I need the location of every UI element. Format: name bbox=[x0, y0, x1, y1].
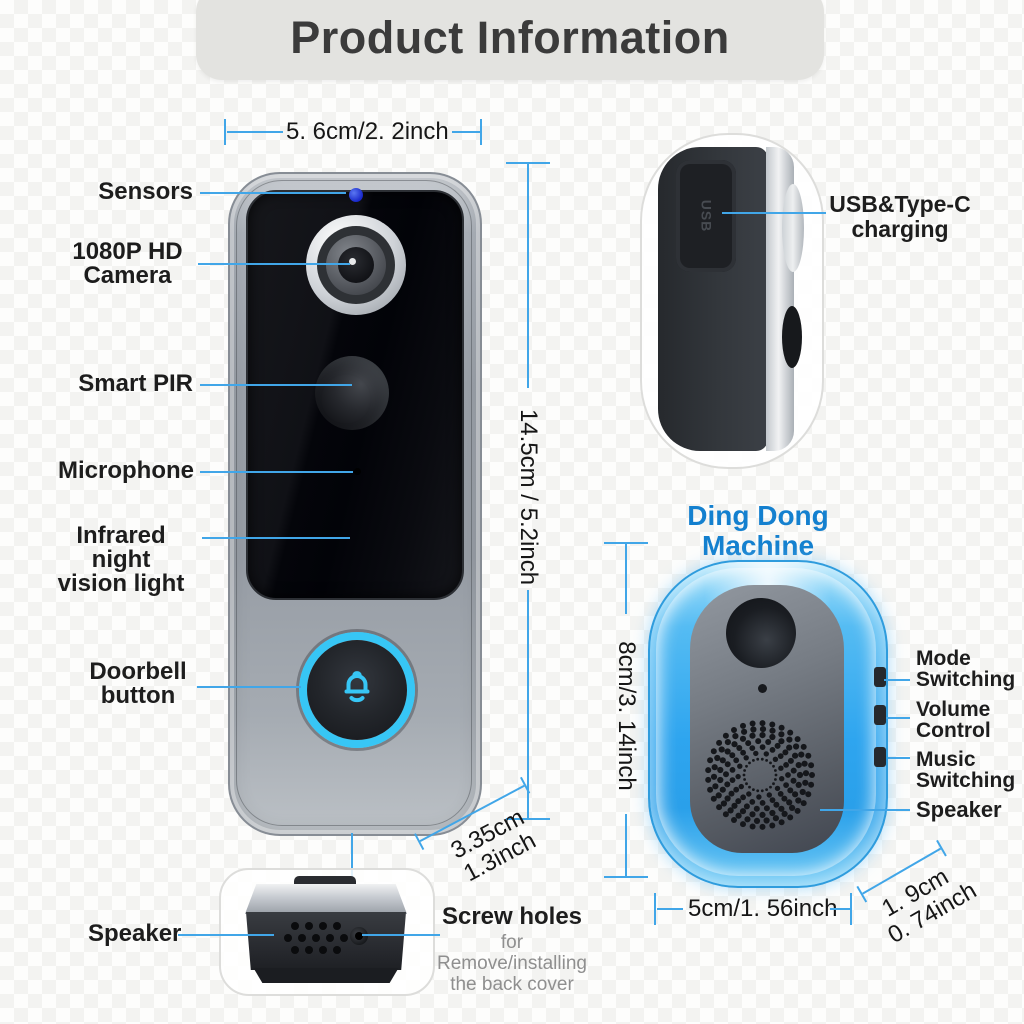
label-microphone: Microphone bbox=[58, 457, 194, 484]
callout-line-screw bbox=[362, 934, 440, 936]
label-chime-speaker: Speaker bbox=[916, 797, 1002, 822]
bottom-view-base bbox=[253, 968, 399, 983]
arrow-line bbox=[351, 833, 353, 888]
callout-line-pir bbox=[200, 384, 352, 386]
screw-hole bbox=[350, 927, 368, 945]
label-sensors: Sensors bbox=[98, 178, 193, 205]
chime-indicator-hole bbox=[758, 684, 767, 693]
callout-line-mode bbox=[884, 679, 910, 681]
chime-dim-height-top-cap bbox=[604, 542, 648, 544]
label-camera: 1080P HD Camera bbox=[72, 238, 183, 289]
chime-dim-width-text: 5cm/1. 56inch bbox=[688, 895, 838, 922]
bell-icon bbox=[334, 665, 380, 716]
dim-width-line-right bbox=[452, 131, 480, 133]
chime-dim-height-bottom-cap bbox=[604, 876, 648, 878]
bottom-speaker-holes bbox=[284, 922, 348, 954]
label-mode-switching: Mode Switching bbox=[916, 647, 1016, 691]
chime-dim-width-line-left bbox=[657, 908, 683, 910]
mode-switch-button bbox=[874, 667, 886, 687]
sensor-led-dot bbox=[349, 188, 363, 202]
callout-line-chime-speaker bbox=[820, 809, 910, 811]
doorbell-button-face bbox=[307, 640, 407, 740]
callout-line-bottom-speaker bbox=[178, 934, 274, 936]
callout-line-sensors bbox=[200, 192, 346, 194]
callout-line-music bbox=[888, 757, 910, 759]
camera-lens-center bbox=[338, 247, 374, 283]
label-bottom-speaker: Speaker bbox=[88, 920, 182, 947]
dim-width-line-left bbox=[227, 131, 283, 133]
callout-line-infrared bbox=[202, 537, 350, 539]
callout-line-camera bbox=[198, 263, 350, 265]
bottom-view-silver-band bbox=[245, 884, 407, 914]
camera-lens-glint bbox=[349, 258, 356, 265]
dim-height-bottom-cap bbox=[506, 818, 550, 820]
label-doorbell-button: Doorbell button bbox=[89, 658, 187, 709]
dim-width-left-tick bbox=[224, 119, 226, 145]
label-screw-holes: Screw holes bbox=[441, 903, 583, 930]
microphone-hole bbox=[354, 468, 361, 475]
dim-height-text: 14.5cm / 5.2inch bbox=[515, 408, 542, 586]
side-view-pir-bump bbox=[782, 306, 802, 368]
chime-dim-height-line-bottom bbox=[625, 814, 627, 876]
label-pir: Smart PIR bbox=[78, 370, 193, 397]
chime-top-circle bbox=[726, 598, 796, 668]
dim-depth-left-tick bbox=[414, 833, 425, 851]
chime-dim-height-line-top bbox=[625, 544, 627, 614]
callout-line-microphone bbox=[200, 471, 353, 473]
doorbell-button bbox=[299, 632, 415, 748]
title-banner: Product Information bbox=[196, 0, 824, 80]
page-title: Product Information bbox=[290, 12, 730, 63]
label-screw-sub: for Remove/installing the back cover bbox=[437, 932, 587, 995]
usb-port-cover: USB bbox=[676, 160, 736, 272]
label-usb-charging: USB&Type-C charging bbox=[829, 191, 971, 242]
chime-dim-width-right-tick bbox=[850, 893, 852, 925]
label-volume-control: Volume Control bbox=[916, 698, 991, 742]
callout-line-doorbell bbox=[197, 686, 301, 688]
chime-title: Ding Dong Machine bbox=[687, 500, 829, 561]
callout-line-volume bbox=[886, 717, 910, 719]
dim-width-text: 5. 6cm/2. 2inch bbox=[286, 118, 449, 145]
side-view-lens-bump bbox=[782, 184, 804, 272]
music-switch-button bbox=[874, 747, 886, 767]
chime-dim-depth-left-tick bbox=[856, 885, 868, 903]
label-infrared: Infrared night vision light bbox=[57, 522, 185, 597]
dim-height-top-cap bbox=[506, 162, 550, 164]
bottom-view-dark-body bbox=[246, 912, 406, 970]
dim-width-right-tick bbox=[480, 119, 482, 145]
doorbell-front-inner-outline bbox=[236, 180, 472, 826]
usb-port-text: USB bbox=[698, 199, 714, 233]
chime-speaker-grille bbox=[704, 719, 816, 831]
dim-height-line-top bbox=[527, 164, 529, 388]
chime-dim-width-left-tick bbox=[654, 893, 656, 925]
chime-dim-height-text: 8cm/3. 14inch bbox=[613, 641, 640, 791]
pir-dome bbox=[315, 356, 389, 430]
callout-line-usb bbox=[722, 212, 826, 214]
label-music-switching: Music Switching bbox=[916, 748, 1016, 792]
volume-control-button bbox=[874, 705, 886, 725]
dim-height-line-bottom bbox=[527, 590, 529, 818]
chime-dim-width-line-right bbox=[830, 908, 850, 910]
